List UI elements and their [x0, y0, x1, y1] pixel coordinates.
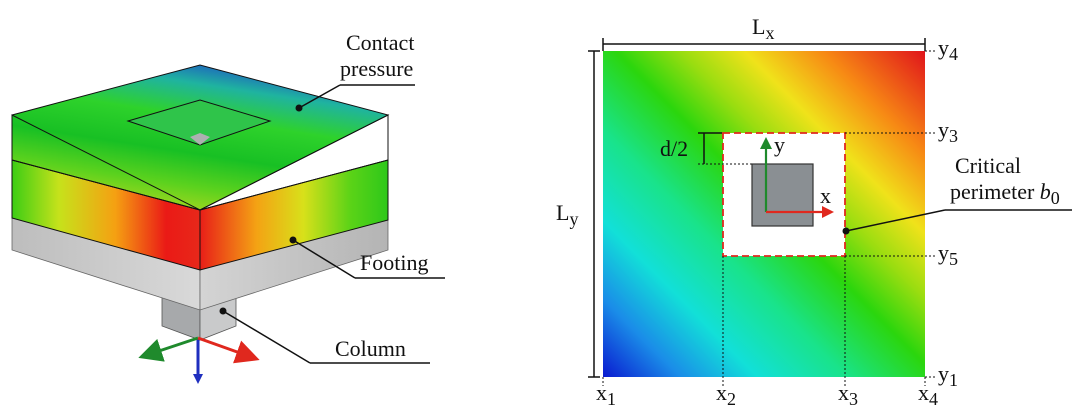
- footing-3d-view: Contact pressure Footing Column: [11, 30, 445, 384]
- axis-x-label: x: [820, 183, 831, 208]
- x2-label: x2: [716, 380, 736, 405]
- svg-text:d/2: d/2: [660, 136, 688, 161]
- dimension-d2: d/2: [660, 132, 752, 165]
- footing-label: Footing: [360, 250, 428, 275]
- x4-label: x4: [918, 380, 938, 405]
- global-axes: [138, 336, 260, 384]
- critical-label-2: perimeter b0: [950, 179, 1060, 208]
- y1-label: y1: [938, 361, 958, 390]
- reference-lines: [602, 50, 935, 386]
- dimension-ly: Ly: [556, 50, 600, 378]
- contact-pressure-label-2: pressure: [340, 56, 413, 81]
- svg-text:Ly: Ly: [556, 200, 578, 229]
- dimension-lx: Lx: [602, 14, 926, 51]
- y3-label: y3: [938, 117, 958, 146]
- axis-y-label: y: [774, 132, 785, 157]
- contact-pressure-layer: [11, 64, 390, 271]
- contact-pressure-label-1: Contact: [346, 30, 414, 55]
- x3-label: x3: [838, 380, 858, 405]
- column-section: [751, 163, 814, 227]
- column-label: Column: [335, 336, 406, 361]
- leader-lines: [219, 84, 445, 364]
- x1-label: x1: [596, 380, 616, 405]
- y5-label: y5: [938, 240, 958, 269]
- critical-perimeter-leader: [842, 209, 1072, 235]
- y4-label: y4: [938, 35, 958, 64]
- svg-text:Lx: Lx: [752, 14, 774, 43]
- plan-view: y x Lx Ly d/2: [556, 14, 1072, 409]
- critical-label-1: Critical: [955, 153, 1021, 178]
- column-opening: [126, 99, 272, 146]
